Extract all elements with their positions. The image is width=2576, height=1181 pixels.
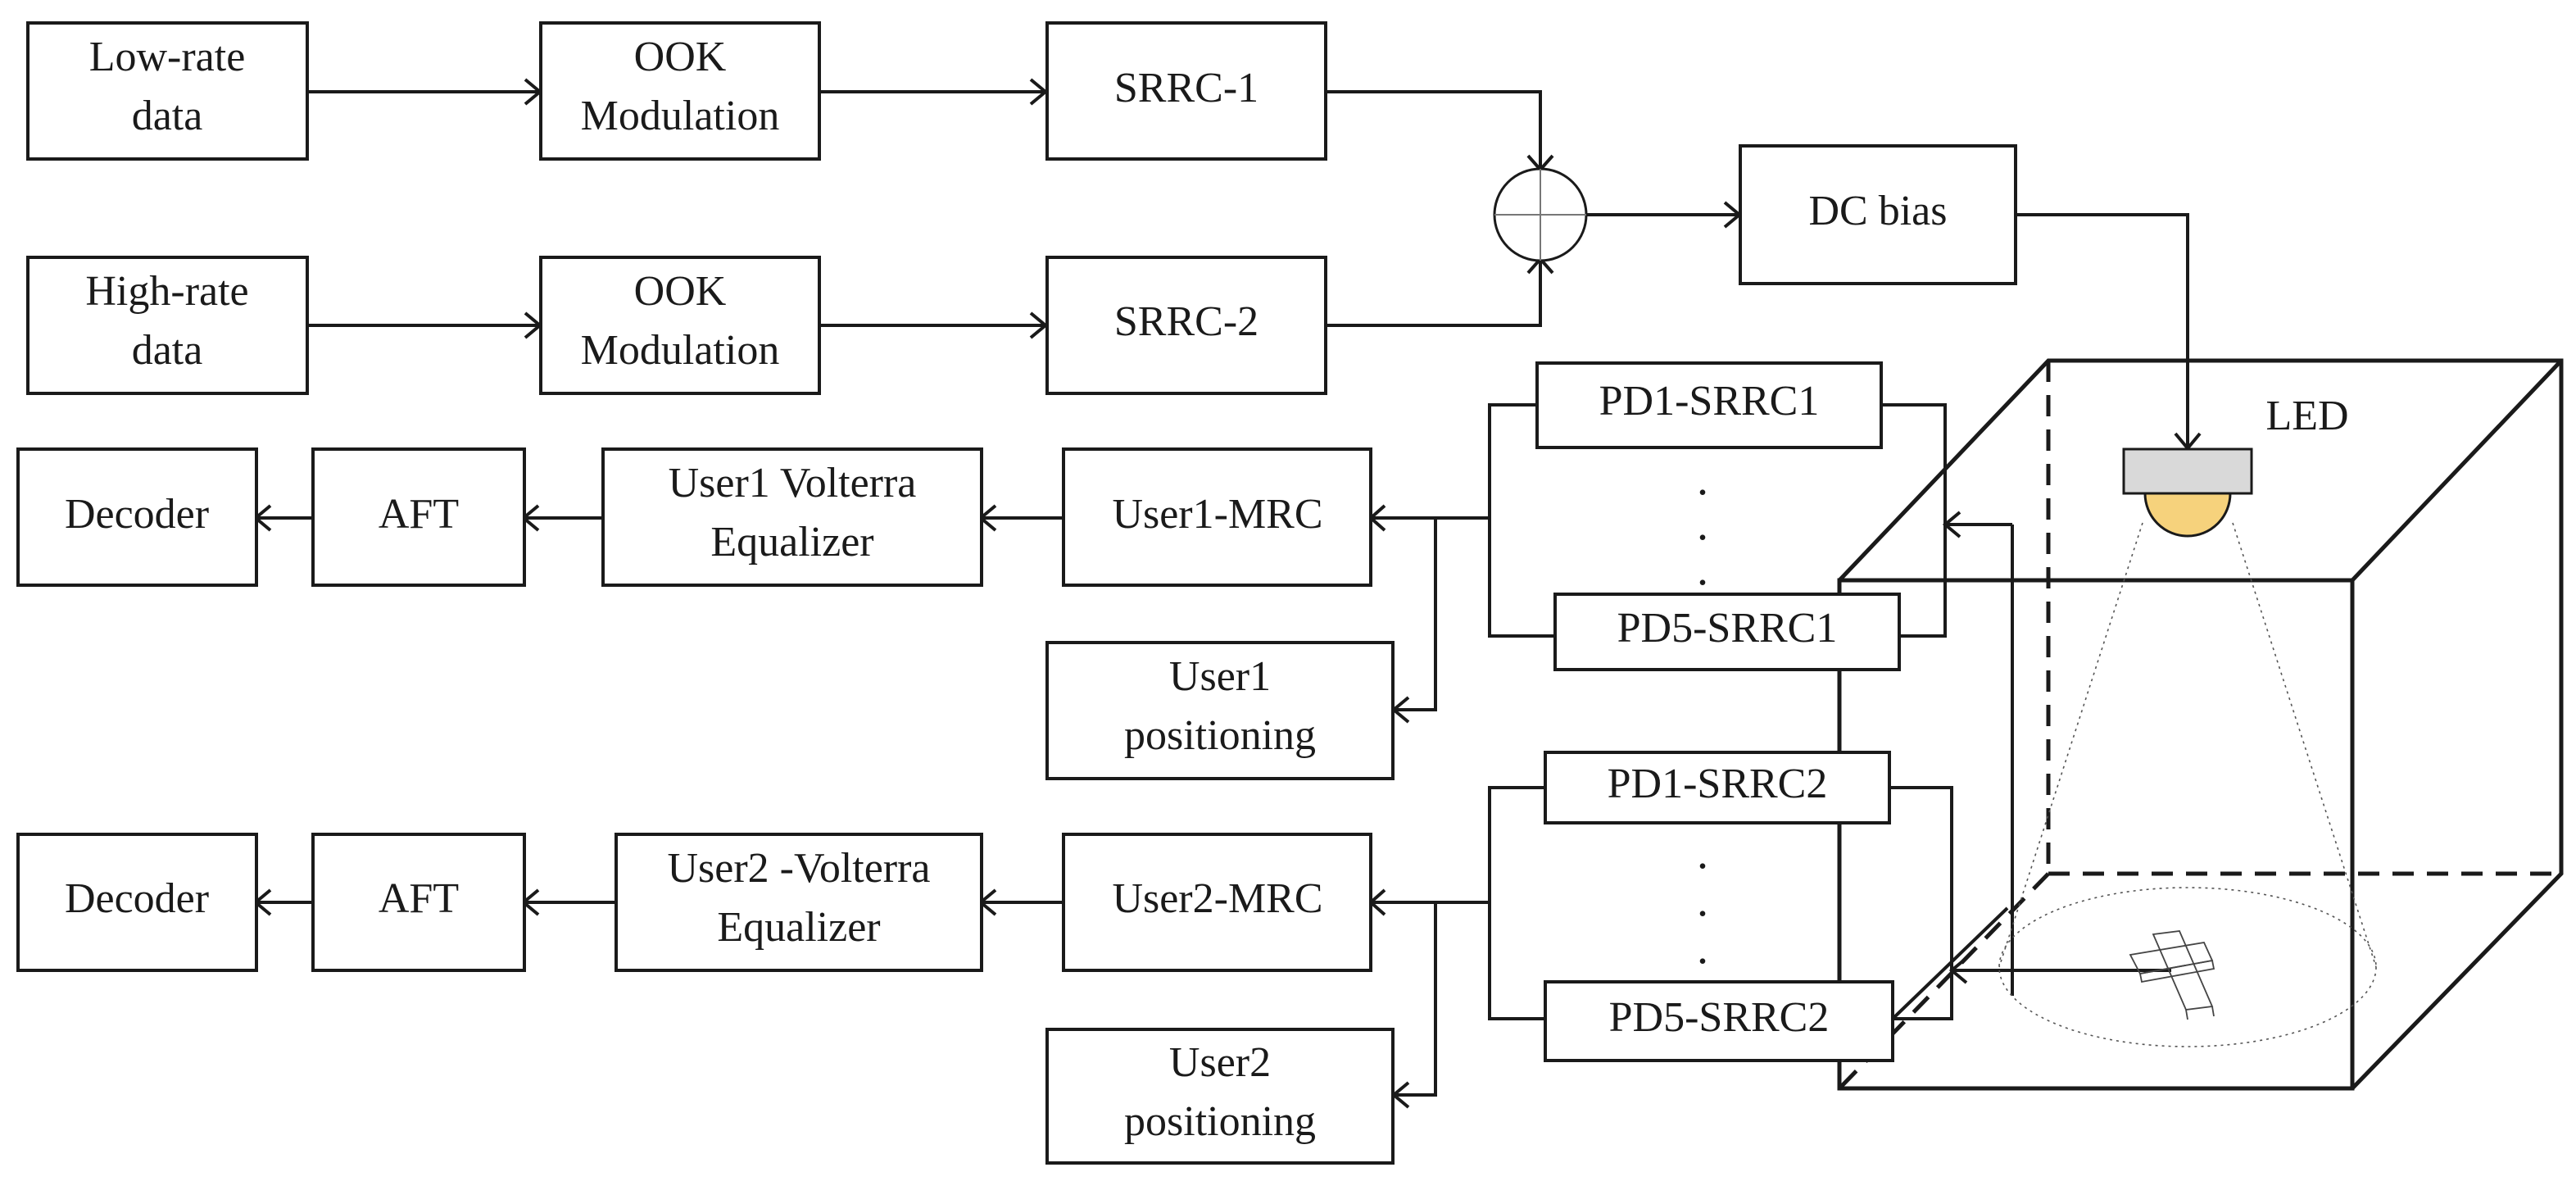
pd1-srrc2-block: PD1-SRRC2 — [1544, 751, 1891, 824]
svg-text:Equalizer: Equalizer — [710, 519, 873, 566]
pd5-srrc1-block: PD5-SRRC1 — [1553, 593, 1901, 671]
svg-text:PD1-SRRC1: PD1-SRRC1 — [1599, 378, 1820, 425]
ook-modulation-block-1: OOK Modulation — [539, 21, 821, 161]
user2-aft-block: AFT — [311, 833, 526, 972]
svg-text:Equalizer: Equalizer — [717, 904, 880, 951]
svg-text:High-rate: High-rate — [85, 268, 248, 315]
dc-bias-block: DC bias — [1739, 144, 2017, 285]
svg-text:.: . — [1697, 454, 1708, 505]
svg-text:User2: User2 — [1169, 1039, 1271, 1086]
svg-text:OOK: OOK — [634, 268, 727, 315]
svg-text:data: data — [132, 93, 203, 139]
user2-volterra-equalizer-block: User2 -Volterra Equalizer — [615, 833, 983, 972]
user1-positioning-block: User1 positioning — [1045, 641, 1395, 780]
led-lamp-icon — [2122, 447, 2253, 538]
svg-text:Decoder: Decoder — [65, 875, 209, 922]
svg-text:User1 Volterra: User1 Volterra — [669, 460, 917, 506]
pd5-srrc2-block: PD5-SRRC2 — [1544, 980, 1894, 1062]
user1-aft-block: AFT — [311, 447, 526, 587]
svg-text:DC bias: DC bias — [1809, 188, 1948, 234]
svg-text:SRRC-2: SRRC-2 — [1114, 298, 1259, 345]
svg-text:User1-MRC: User1-MRC — [1112, 491, 1322, 538]
svg-text:OOK: OOK — [634, 34, 727, 80]
srrc-1-block: SRRC-1 — [1045, 21, 1327, 161]
user-device-icon — [2129, 930, 2215, 1020]
svg-text:.: . — [1697, 923, 1708, 974]
svg-text:AFT: AFT — [379, 491, 459, 538]
svg-text:.: . — [1697, 828, 1708, 879]
pd1-srrc1-block: PD1-SRRC1 — [1535, 361, 1883, 449]
svg-text:Modulation: Modulation — [581, 93, 780, 139]
user2-decoder-block: Decoder — [16, 833, 258, 972]
led-label: LED — [2265, 393, 2348, 439]
svg-text:PD5-SRRC2: PD5-SRRC2 — [1609, 994, 1830, 1041]
svg-text:.: . — [1697, 544, 1708, 595]
svg-text:PD1-SRRC2: PD1-SRRC2 — [1608, 761, 1828, 807]
room-cube — [1837, 358, 2564, 1091]
svg-text:positioning: positioning — [1124, 712, 1316, 759]
user1-mrc-block: User1-MRC — [1062, 447, 1372, 587]
svg-text:Decoder: Decoder — [65, 491, 209, 538]
svg-text:PD5-SRRC1: PD5-SRRC1 — [1617, 605, 1838, 652]
high-rate-data-block: High-rate data — [26, 256, 309, 395]
pd-ellipsis-1: . . . — [1697, 454, 1708, 595]
svg-text:positioning: positioning — [1124, 1098, 1316, 1145]
svg-text:Low-rate: Low-rate — [89, 34, 246, 80]
svg-text:AFT: AFT — [379, 875, 459, 922]
summer-icon — [1493, 167, 1588, 262]
user2-mrc-block: User2-MRC — [1062, 833, 1372, 972]
low-rate-data-block: Low-rate data — [26, 21, 309, 161]
svg-text:data: data — [132, 327, 203, 374]
svg-text:.: . — [1697, 499, 1708, 550]
user1-decoder-block: Decoder — [16, 447, 258, 587]
user2-positioning-block: User2 positioning — [1045, 1028, 1395, 1165]
svg-text:Modulation: Modulation — [581, 327, 780, 374]
svg-text:User2 -Volterra: User2 -Volterra — [667, 845, 930, 892]
connector-lines — [252, 78, 2202, 1109]
srrc-2-block: SRRC-2 — [1045, 256, 1327, 395]
pd-ellipsis-2: . . . — [1697, 828, 1708, 974]
svg-text:.: . — [1697, 875, 1708, 926]
svg-text:User2-MRC: User2-MRC — [1112, 875, 1322, 922]
svg-text:User1: User1 — [1169, 653, 1271, 700]
svg-text:SRRC-1: SRRC-1 — [1114, 65, 1259, 111]
ook-modulation-block-2: OOK Modulation — [539, 256, 821, 395]
user1-volterra-equalizer-block: User1 Volterra Equalizer — [601, 447, 983, 587]
